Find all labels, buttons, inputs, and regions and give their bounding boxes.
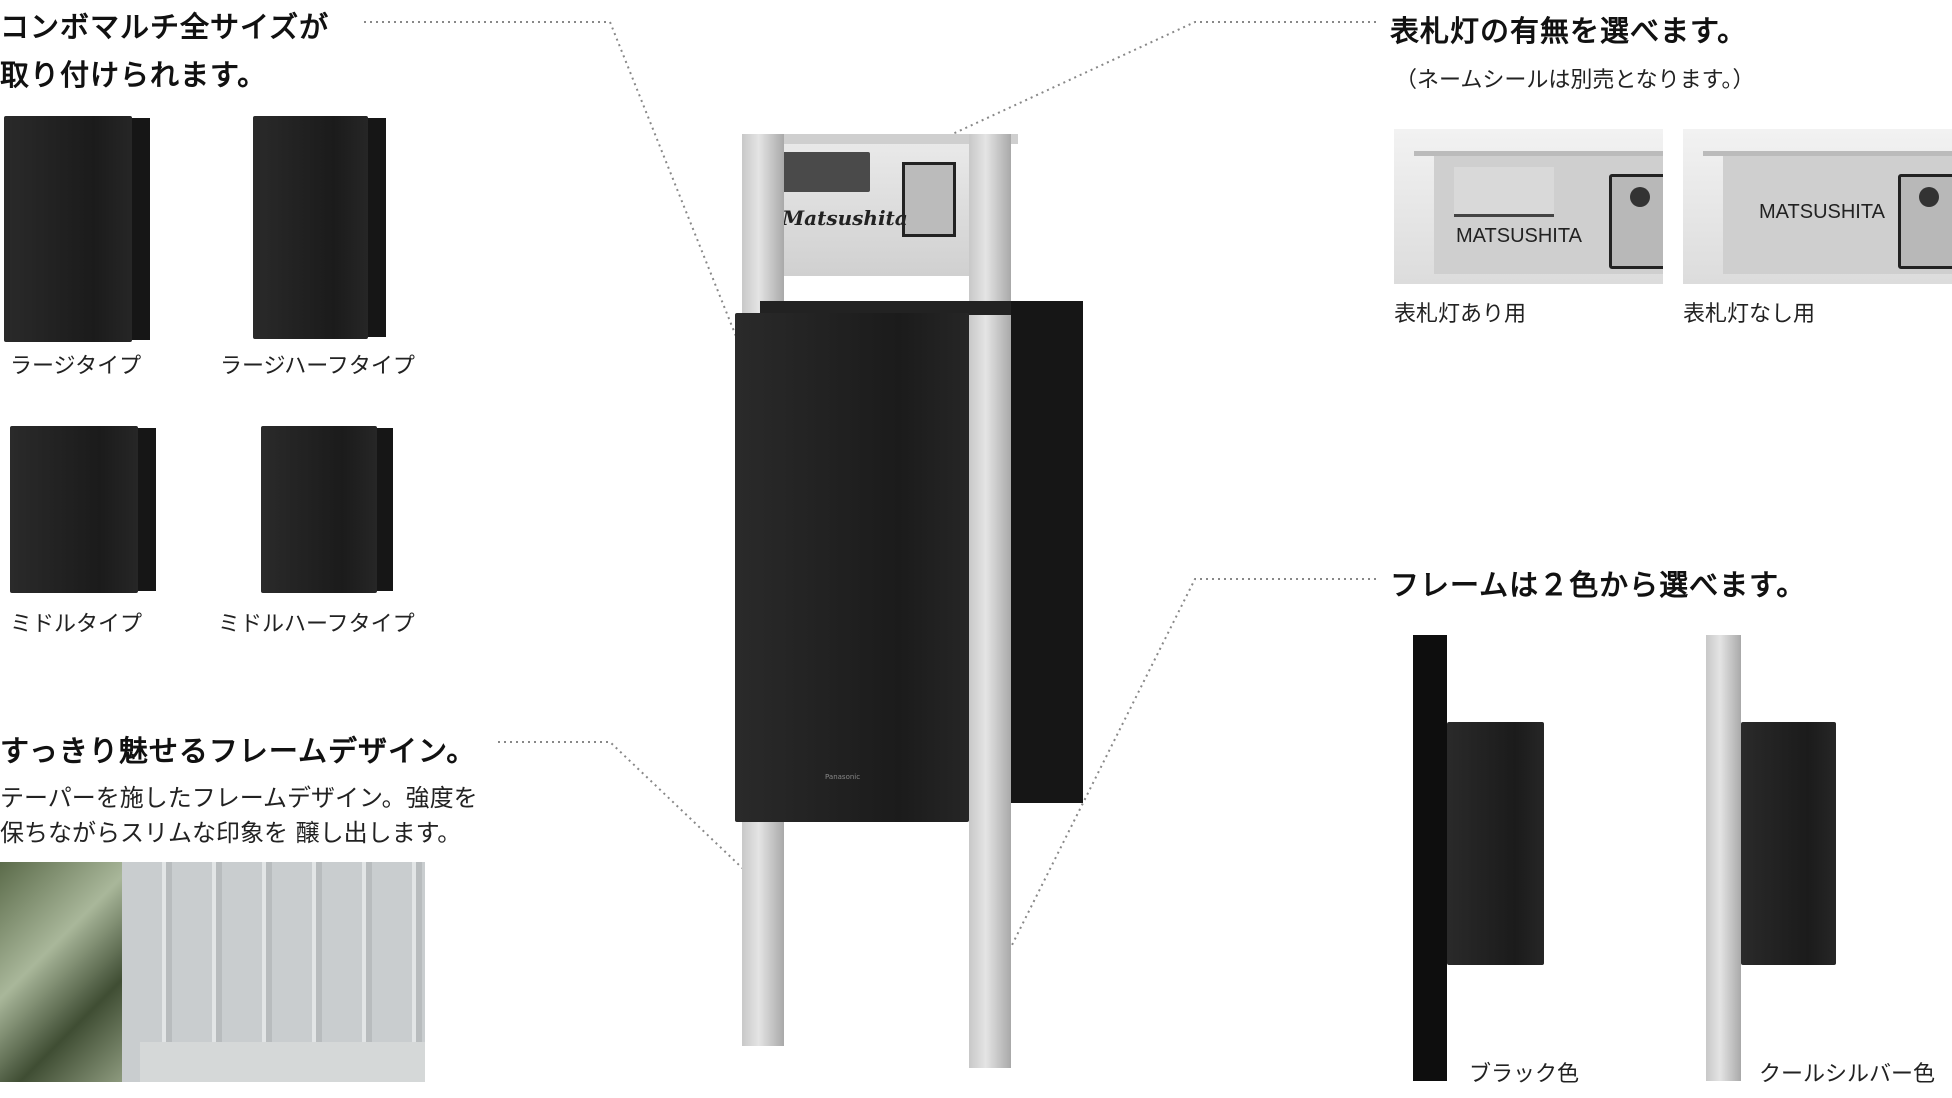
middle-half-type-side [377,428,393,591]
brand-logo: Panasonic [825,773,861,781]
silver-frame-label: クールシルバー色 [1759,1062,1936,1087]
nameplate-text: MATSUSHITA [1759,201,1885,223]
black-frame-mailbox [1447,722,1544,965]
silver-frame-pillar [1706,635,1741,1081]
nameplate-note: （ネームシールは別売となります。） [1395,68,1755,93]
mailbox-front: Panasonic [735,313,969,822]
frame-design-title: すっきり魅せるフレームデザイン。 [0,734,477,768]
black-frame-pillar [1413,635,1447,1081]
leader-sizes [364,21,767,412]
sizes-title-line1: コンボマルチ全サイズが [0,10,330,44]
right-pillar [969,134,1011,1068]
frame-design-body-line2: 保ちながらスリムな印象を 醸し出します。 [0,819,462,847]
nameplate-text: MATSUSHITA [1456,225,1582,247]
nameplate-title: 表札灯の有無を選べます。 [1390,14,1748,48]
middle-half-type-label: ミドルハーフタイプ [218,612,415,637]
intercom [902,162,956,237]
leader-frame-design [498,741,760,885]
middle-type-side [138,428,156,591]
mailbox-top [760,301,1011,315]
nameplate-light [772,152,870,192]
large-type-side [132,118,150,340]
frame-design-body-line1: テーパーを施したフレームデザイン。強度を [0,784,478,812]
without-light-label: 表札灯なし用 [1683,302,1816,327]
sizes-title-line2: 取り付けられます。 [0,58,268,92]
silver-frame-mailbox [1741,722,1836,965]
black-frame-label: ブラック色 [1469,1062,1580,1087]
large-half-type-side [368,118,386,337]
middle-type-label: ミドルタイプ [10,612,143,637]
without-light-photo: MATSUSHITA [1683,129,1952,284]
middle-type-image [10,426,138,593]
product-main-image: Matsushita [742,134,1018,276]
mailbox-side [1011,301,1083,803]
large-type-image [4,116,132,342]
frame-detail-photo [0,862,425,1082]
frame-color-title: フレームは２色から選べます。 [1390,568,1807,602]
middle-half-type-image [261,426,377,593]
with-light-photo: MATSUSHITA [1394,129,1663,284]
nameplate-script: Matsushita [782,206,908,230]
with-light-label: 表札灯あり用 [1394,302,1527,327]
large-half-type-label: ラージハーフタイプ [220,354,415,379]
large-half-type-image [253,116,368,339]
large-type-label: ラージタイプ [10,354,142,379]
